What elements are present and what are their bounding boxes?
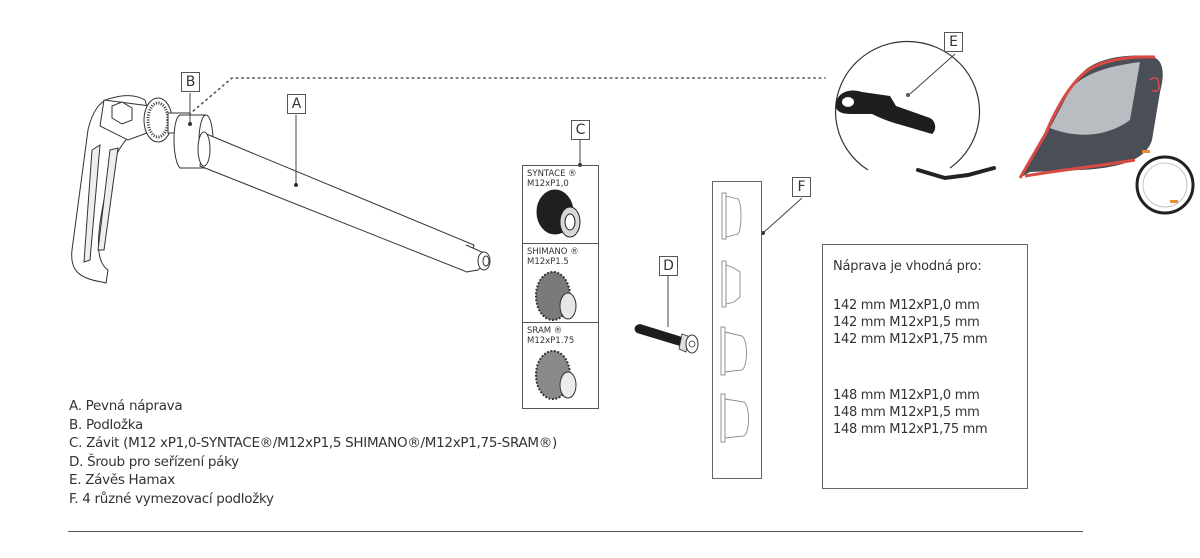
spacer-panel (712, 181, 762, 479)
legend-item-f: F. 4 různé vymezovací podložky (69, 490, 274, 507)
thread-brand: SYNTACE ® (527, 169, 577, 179)
compatibility-item: 142 mm M12xP1,5 mm (833, 315, 980, 330)
spacers (720, 192, 749, 443)
spacer-1 (721, 192, 742, 240)
thread-brand: SRAM ® (527, 326, 563, 336)
compatibility-group-148: 148 mm M12xP1,0 mm 148 mm M12xP1,5 mm 14… (833, 387, 988, 438)
compatibility-title: Náprava je vhodná pro: (833, 259, 982, 274)
thread-insert-sram (535, 350, 577, 400)
callout-d: D (659, 256, 678, 276)
thru-axle (197, 131, 491, 273)
thread-cell-sram: SRAM ® M12xP1.75 (523, 323, 598, 408)
callout-b: B (181, 72, 200, 92)
legend-item-c: C. Závit (M12 xP1,0-SYNTACE®/M12xP1,5 SH… (69, 435, 557, 451)
legend-item-b: B. Podložka (69, 416, 143, 433)
hitch-detail (834, 40, 981, 171)
callout-a: A (287, 94, 306, 114)
callout-c: C (571, 120, 590, 140)
compatibility-item: 142 mm M12xP1,0 mm (833, 298, 980, 313)
dotted-connector (184, 77, 826, 119)
quick-release-lever (71, 95, 156, 284)
bike-trailer (916, 55, 1195, 215)
callout-f: F (792, 177, 811, 197)
thread-spec: M12xP1.5 (527, 257, 569, 267)
compatibility-item: 148 mm M12xP1,0 mm (833, 388, 980, 403)
legend-item-e: E. Závěs Hamax (69, 472, 175, 488)
thread-brand: SHIMANO ® (527, 247, 579, 257)
spacer-3 (720, 326, 747, 376)
legend-item-d: D. Šroub pro seřízení páky (69, 453, 239, 470)
lever-adjust-screw (634, 324, 699, 354)
thread-insert-panel: SYNTACE ® M12xP1,0 SHIMANO ® M12xP1.5 SR… (522, 165, 599, 409)
spacer-4 (720, 393, 749, 443)
bottom-divider (68, 531, 1083, 532)
compatibility-item: 148 mm M12xP1,75 mm (833, 422, 988, 437)
compatibility-item: 142 mm M12xP1,75 mm (833, 332, 988, 347)
compatibility-group-142: 142 mm M12xP1,0 mm 142 mm M12xP1,5 mm 14… (833, 297, 988, 348)
parts-legend: A. Pevná náprava B. Podložka C. Závit (M… (69, 397, 557, 508)
spacer-2 (721, 260, 741, 308)
thread-insert-shimano (535, 271, 577, 321)
callout-e: E (944, 32, 963, 52)
compatibility-item: 148 mm M12xP1,5 mm (833, 405, 980, 420)
thread-cell-shimano: SHIMANO ® M12xP1.5 (523, 244, 598, 323)
thread-spec: M12xP1.75 (527, 336, 575, 346)
compatibility-box: Náprava je vhodná pro: 142 mm M12xP1,0 m… (822, 244, 1028, 489)
thread-spec: M12xP1,0 (527, 179, 569, 189)
legend-item-a: A. Pevná náprava (69, 398, 183, 414)
thread-cell-syntace: SYNTACE ® M12xP1,0 (523, 166, 598, 244)
thread-insert-syntace (536, 189, 581, 238)
